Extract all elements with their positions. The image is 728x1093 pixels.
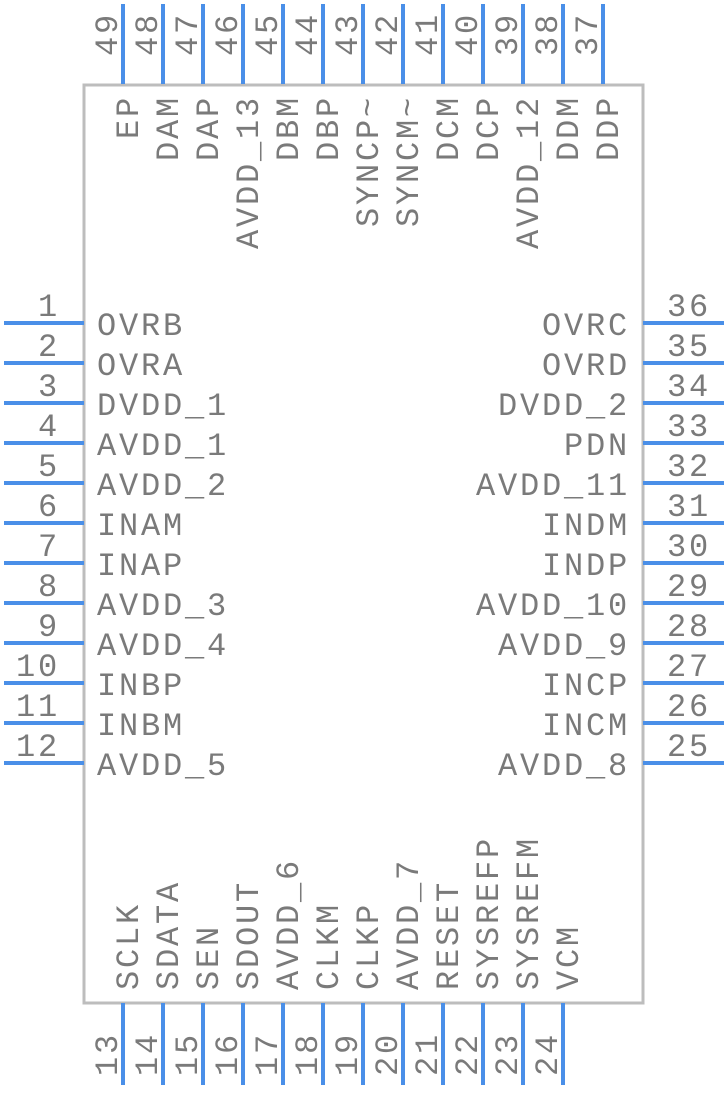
pin-name: DBP [311, 95, 348, 161]
pin-number: 49 [90, 12, 127, 56]
pin-name: INBP [97, 668, 185, 705]
pin-number: 17 [250, 1032, 287, 1076]
pin-number: 33 [667, 409, 711, 446]
pin-number: 36 [667, 289, 711, 326]
pin-name: INBM [97, 708, 185, 745]
pin-number: 46 [210, 12, 247, 56]
pin-number: 37 [570, 12, 607, 56]
pin-number: 38 [530, 12, 567, 56]
pin-name: DDM [551, 95, 588, 161]
pin-name: SYSREFM [511, 836, 548, 990]
pin-name: SYNCP~ [351, 95, 388, 227]
pin-name: SYNCM~ [391, 95, 428, 227]
pin-name: SCLK [111, 902, 148, 990]
pin-number: 2 [38, 329, 60, 366]
pin-name: INDP [542, 548, 630, 585]
pin-number: 22 [450, 1032, 487, 1076]
pin-name: DAP [191, 95, 228, 161]
pin-name: INAP [97, 548, 185, 585]
pin-name: OVRD [542, 348, 630, 385]
pin-number: 23 [490, 1032, 527, 1076]
pin-name: AVDD_2 [97, 468, 229, 505]
pin-name: DCP [471, 95, 508, 161]
pin-number: 6 [38, 489, 60, 526]
pin-name: CLKM [311, 902, 348, 990]
pin-number: 41 [410, 12, 447, 56]
pin-number: 11 [16, 689, 60, 726]
pin-number: 24 [530, 1032, 567, 1076]
pin-name: SYSREFP [471, 836, 508, 990]
pin-name: DVDD_2 [498, 388, 630, 425]
pin-number: 47 [170, 12, 207, 56]
pin-number: 5 [38, 449, 60, 486]
pin-number: 43 [330, 12, 367, 56]
pin-number: 9 [38, 609, 60, 646]
pin-number: 42 [370, 12, 407, 56]
pin-number: 12 [16, 729, 60, 766]
pin-number: 29 [667, 569, 711, 606]
pin-number: 27 [667, 649, 711, 686]
pin-number: 30 [667, 529, 711, 566]
pin-number: 35 [667, 329, 711, 366]
pin-name: INCP [542, 668, 630, 705]
pin-number: 34 [667, 369, 711, 406]
pin-name: INCM [542, 708, 630, 745]
pin-number: 8 [38, 569, 60, 606]
pin-name: VCM [551, 924, 588, 990]
pin-number: 7 [38, 529, 60, 566]
pin-number: 15 [170, 1032, 207, 1076]
pin-name: AVDD_11 [476, 468, 630, 505]
pin-number: 40 [450, 12, 487, 56]
pin-name: EP [111, 95, 148, 139]
pin-number: 26 [667, 689, 711, 726]
pin-name: AVDD_4 [97, 628, 229, 665]
pin-number: 25 [667, 729, 711, 766]
pin-number: 39 [490, 12, 527, 56]
pin-name: DBM [271, 95, 308, 161]
pin-name: OVRA [97, 348, 185, 385]
pin-number: 4 [38, 409, 60, 446]
pin-name: AVDD_6 [271, 858, 308, 990]
pin-name: AVDD_12 [511, 95, 548, 249]
pin-name: AVDD_13 [231, 95, 268, 249]
pin-name: AVDD_5 [97, 748, 229, 785]
pin-name: DDP [591, 95, 628, 161]
pin-number: 28 [667, 609, 711, 646]
pin-name: AVDD_8 [498, 748, 630, 785]
pin-name: AVDD_9 [498, 628, 630, 665]
pin-number: 32 [667, 449, 711, 486]
pin-name: SEN [191, 924, 228, 990]
pin-number: 18 [290, 1032, 327, 1076]
pin-name: SDATA [151, 880, 188, 990]
pin-number: 13 [90, 1032, 127, 1076]
pin-number: 20 [370, 1032, 407, 1076]
pin-name: INAM [97, 508, 185, 545]
pin-name: DCM [431, 95, 468, 161]
pin-name: SDOUT [231, 880, 268, 990]
pin-number: 1 [38, 289, 60, 326]
pin-number: 45 [250, 12, 287, 56]
pin-number: 44 [290, 12, 327, 56]
pin-number: 19 [330, 1032, 367, 1076]
pin-number: 14 [130, 1032, 167, 1076]
pin-name: CLKP [351, 902, 388, 990]
pin-name: DAM [151, 95, 188, 161]
pin-number: 10 [16, 649, 60, 686]
pin-number: 3 [38, 369, 60, 406]
pin-number: 21 [410, 1032, 447, 1076]
pin-name: AVDD_1 [97, 428, 229, 465]
pin-name: OVRB [97, 308, 185, 345]
pin-name: RESET [431, 880, 468, 990]
pin-name: AVDD_10 [476, 588, 630, 625]
pin-number: 31 [667, 489, 711, 526]
pin-number: 16 [210, 1032, 247, 1076]
pin-name: PDN [564, 428, 630, 465]
pin-number: 48 [130, 12, 167, 56]
pin-name: AVDD_7 [391, 858, 428, 990]
pin-name: INDM [542, 508, 630, 545]
pin-name: DVDD_1 [97, 388, 229, 425]
pin-name: OVRC [542, 308, 630, 345]
pin-name: AVDD_3 [97, 588, 229, 625]
